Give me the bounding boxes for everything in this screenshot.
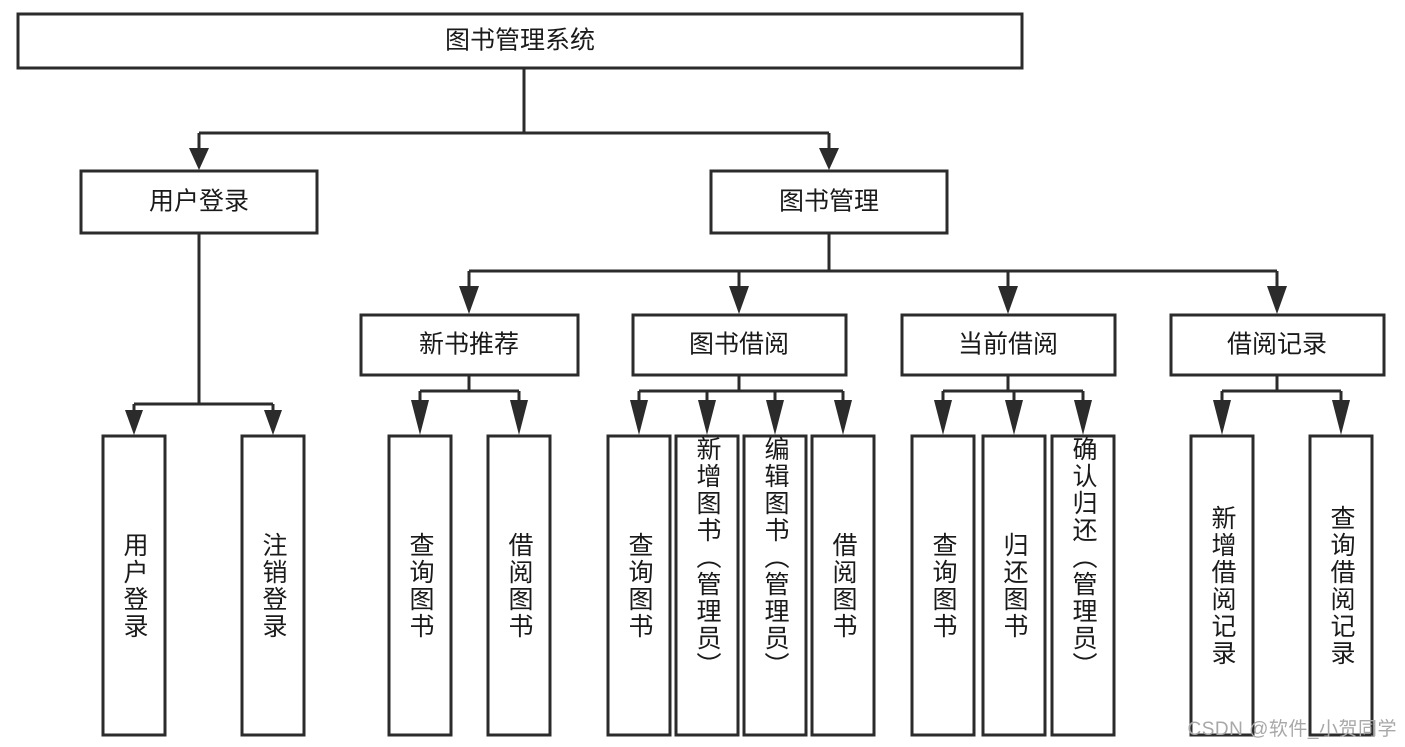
arrow-leaf-query-book-rec [411,400,429,435]
arrow-leaf-query-book-borrow [630,400,648,435]
arrow-leaf-borrow-book-rec [510,400,528,435]
arrow-leaf-add-book [698,400,716,435]
node-root-label: 图书管理系统 [445,27,595,55]
arrow-leaf-query-record [1332,400,1350,435]
node-leaf-query-book-rec[interactable] [387,434,453,737]
node-book-manage[interactable] [709,169,949,235]
watermark-text: CSDN @软件_小贺同学 [1187,719,1397,740]
node-current-borrow-label: 当前借阅 [958,331,1058,359]
nodes-group: 图书管理系统 用户登录 图书管理 新书推荐 图书借阅 当前借阅 借阅记录 [16,12,1386,737]
arrow-book-borrow [729,286,749,314]
arrow-leaf-edit-book [766,400,784,435]
node-user-login[interactable] [79,169,319,235]
node-book-borrow-label: 图书借阅 [689,331,789,359]
node-user-login-label: 用户登录 [149,188,249,216]
arrow-leaf-user-logout [264,410,282,435]
arrow-leaf-confirm-return [1074,400,1092,435]
node-leaf-borrow-book[interactable] [810,434,876,737]
arrow-borrow-record [1267,286,1287,314]
node-current-borrow[interactable] [900,313,1117,377]
arrow-leaf-query-book-current [934,400,952,435]
arrow-leaf-borrow-book [834,400,852,435]
node-leaf-user-login[interactable] [101,434,167,737]
arrow-new-book-recommend [459,286,479,314]
arrow-user-login [189,148,209,170]
node-leaf-borrow-book-rec[interactable] [486,434,552,737]
node-new-book-recommend-label: 新书推荐 [419,331,519,359]
node-leaf-edit-book[interactable] [742,434,808,737]
arrow-leaf-add-record [1213,400,1231,435]
node-borrow-record[interactable] [1169,313,1386,377]
node-book-manage-label: 图书管理 [779,188,879,216]
node-leaf-add-record[interactable] [1189,434,1255,737]
arrow-leaf-user-login [125,410,143,435]
node-borrow-record-label: 借阅记录 [1227,331,1327,359]
node-leaf-user-logout[interactable] [240,434,306,737]
arrow-book-manage [819,148,839,170]
node-leaf-confirm-return[interactable] [1050,434,1116,737]
arrow-current-borrow [998,286,1018,314]
node-new-book-recommend[interactable] [359,313,580,377]
node-root[interactable] [16,12,1024,70]
edges-group [125,68,1350,435]
node-leaf-add-book[interactable] [674,434,740,737]
node-leaf-return-book[interactable] [981,434,1047,737]
arrow-leaf-return-book [1005,400,1023,435]
node-book-borrow[interactable] [631,313,848,377]
node-leaf-query-record[interactable] [1308,434,1374,737]
node-leaf-query-book-current[interactable] [910,434,976,737]
node-leaf-query-book-borrow[interactable] [606,434,672,737]
